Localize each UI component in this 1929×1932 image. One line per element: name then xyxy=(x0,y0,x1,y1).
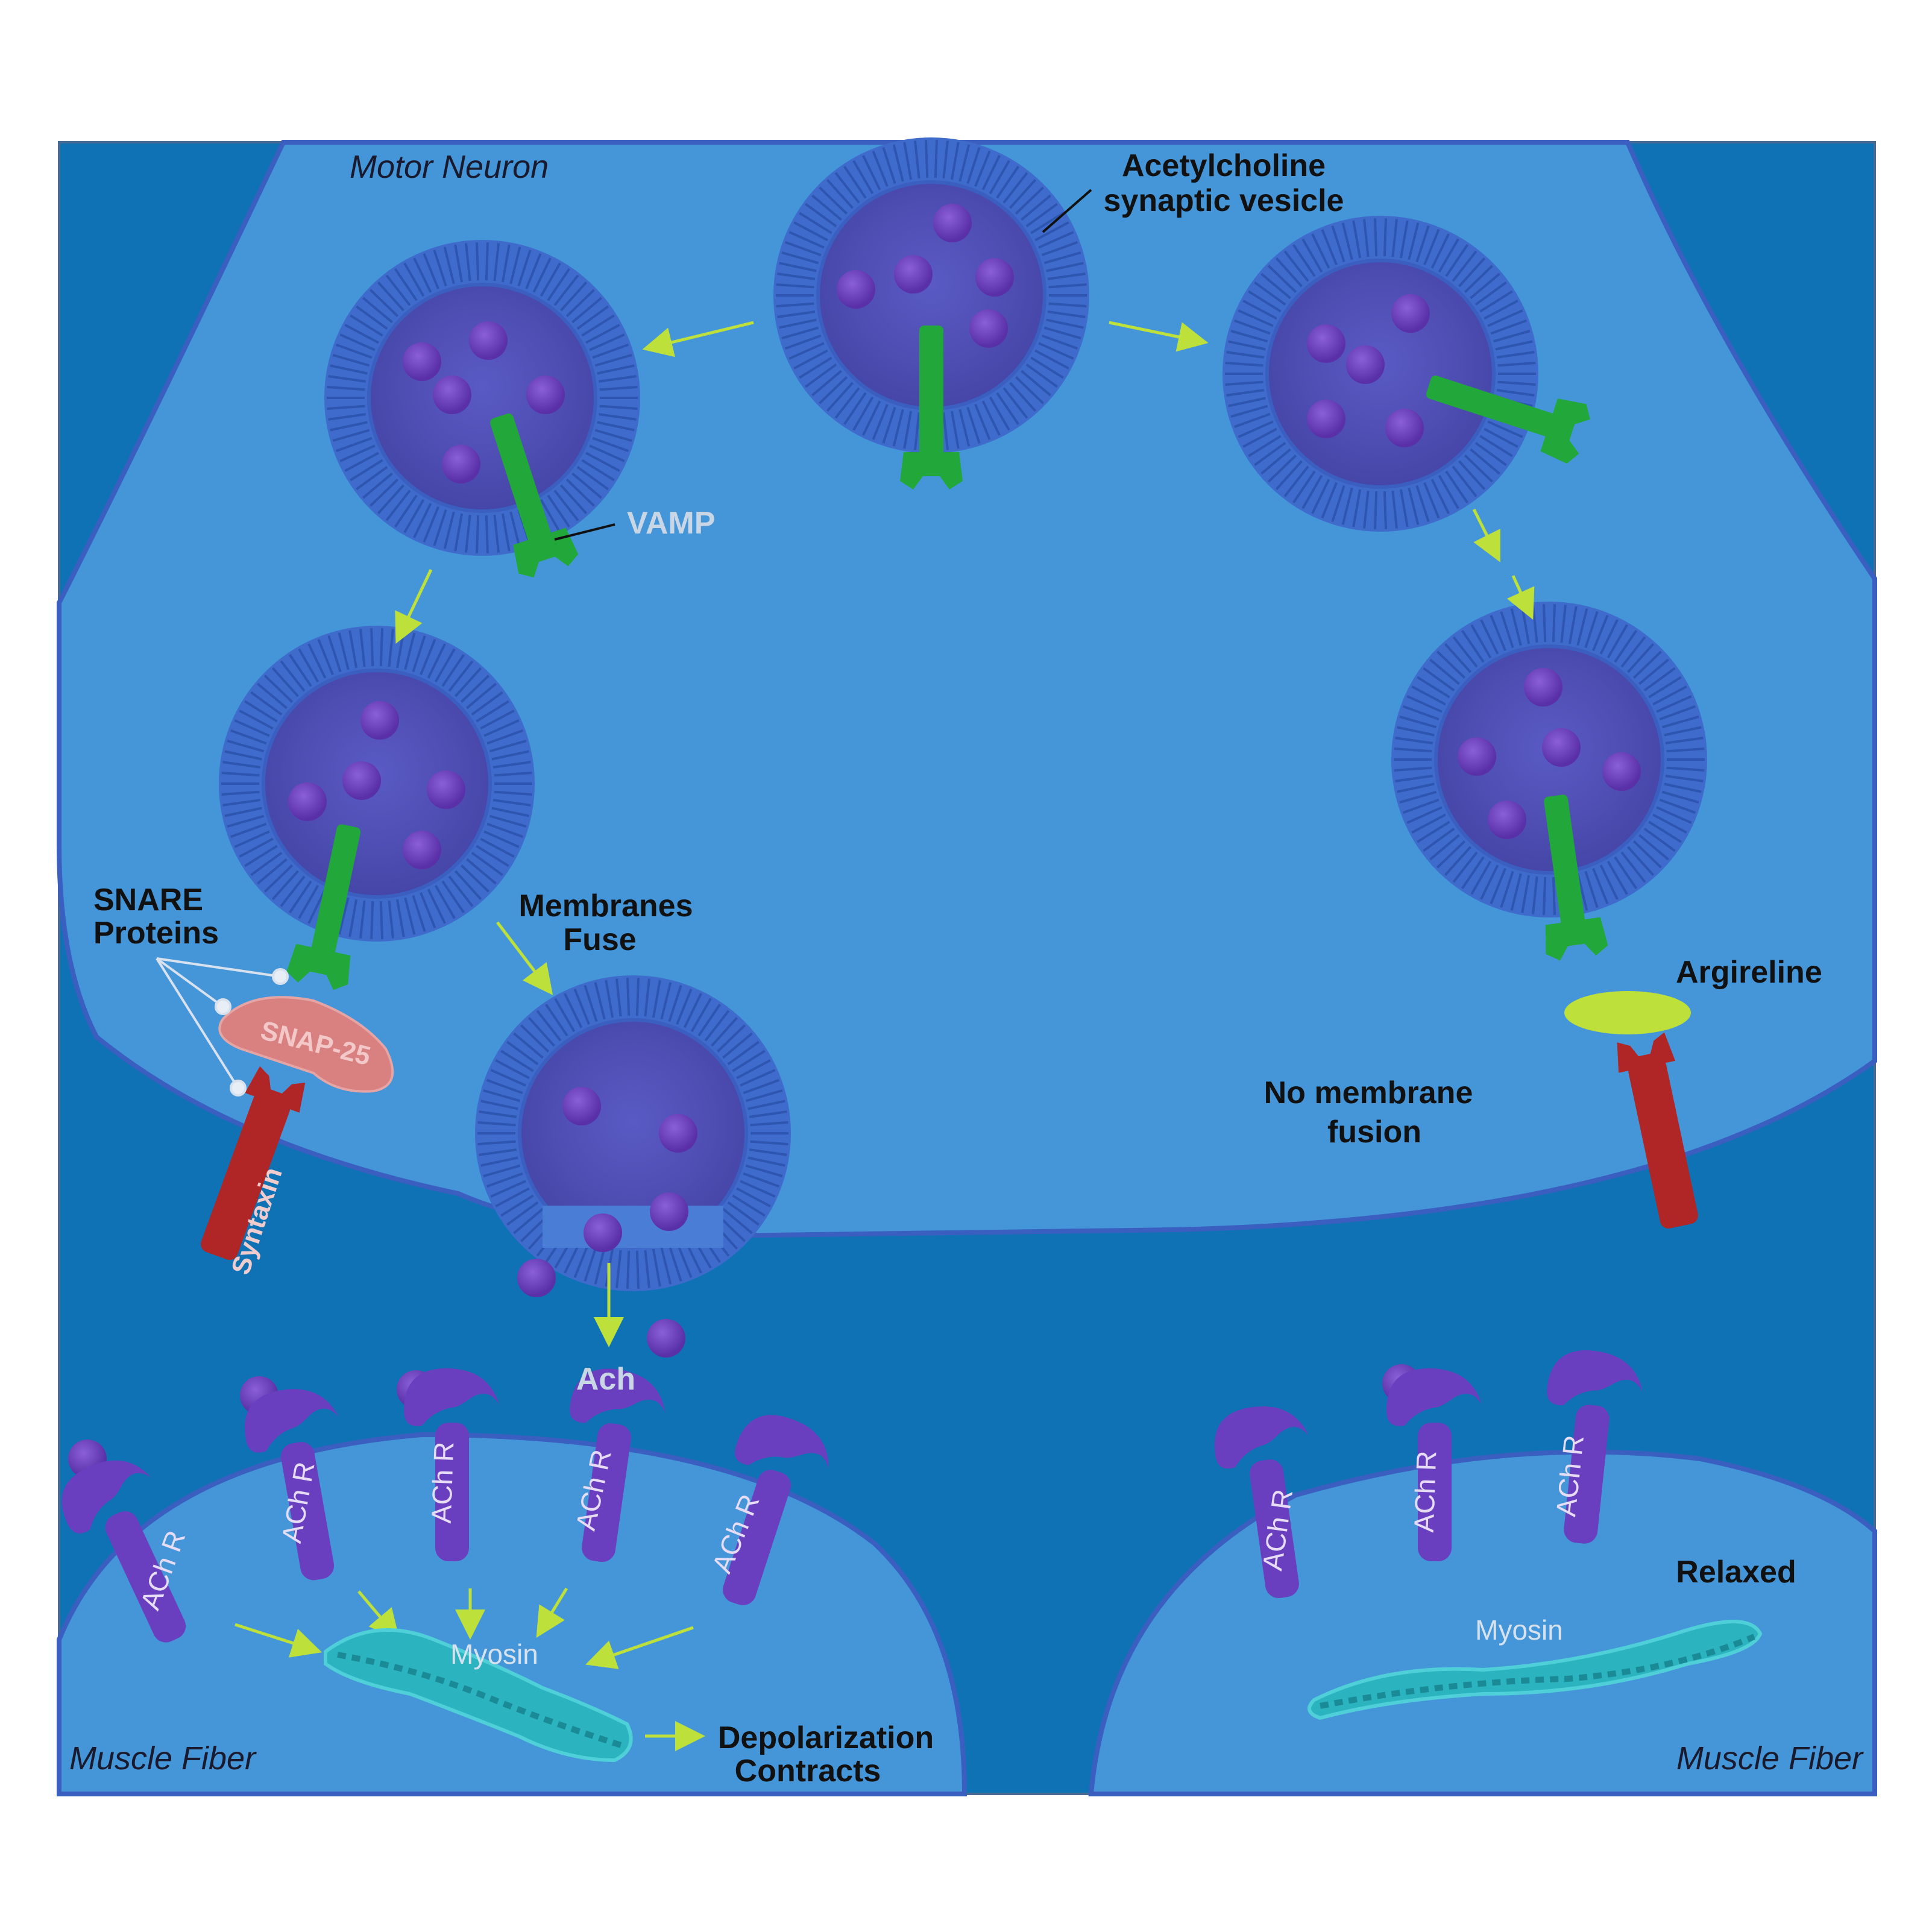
myosin-label: Myosin xyxy=(1475,1614,1563,1646)
vamp-pointer-line xyxy=(554,523,615,541)
fusion-pore xyxy=(543,1206,723,1248)
vamp-label: VAMP xyxy=(627,506,715,541)
no-fusion-line2: fusion xyxy=(1327,1115,1421,1150)
contracts-label: Contracts xyxy=(735,1754,881,1789)
relaxed-label: Relaxed xyxy=(1676,1555,1796,1590)
muscle-fiber-label-right: Muscle Fiber xyxy=(1676,1740,1864,1776)
receptor-label: ACh R xyxy=(1408,1450,1443,1533)
argireline-label: Argireline xyxy=(1676,955,1822,990)
no-fusion-line1: No membrane xyxy=(1264,1075,1473,1110)
arrow-icon xyxy=(234,321,1535,1751)
motor-neuron-label: Motor Neuron xyxy=(350,149,549,185)
membranes-fuse-line1: Membranes xyxy=(519,889,693,924)
myosin-icon xyxy=(324,1628,633,1763)
ach-label: Ach xyxy=(576,1362,635,1397)
membranes-fuse-line2: Fuse xyxy=(563,922,636,957)
snare-pointer-lines xyxy=(156,957,289,1097)
snare-label-line2: Proteins xyxy=(93,916,219,951)
ach-molecules xyxy=(68,204,1641,1478)
vesicle-label-line1: Acetylcholine xyxy=(1122,148,1326,183)
depolarization-label: Depolarization xyxy=(718,1720,934,1755)
vesicle-pointer-line xyxy=(1042,189,1092,233)
argireline-icon xyxy=(1564,991,1691,1034)
myosin-label: Myosin xyxy=(450,1638,538,1670)
muscle-fiber-label-left: Muscle Fiber xyxy=(69,1740,257,1776)
syntaxin-icon xyxy=(1617,1032,1698,1229)
muscle-fiber-left xyxy=(57,1432,968,1796)
receptor-label: ACh R xyxy=(426,1441,460,1524)
syntaxin-icon xyxy=(201,1066,306,1260)
snare-label-line1: SNARE xyxy=(93,883,203,917)
snap25-icon xyxy=(218,996,394,1093)
myosin-icon xyxy=(1308,1620,1763,1720)
vesicle-label-line2: synaptic vesicle xyxy=(1104,183,1344,218)
vesicle-icon xyxy=(324,240,640,556)
